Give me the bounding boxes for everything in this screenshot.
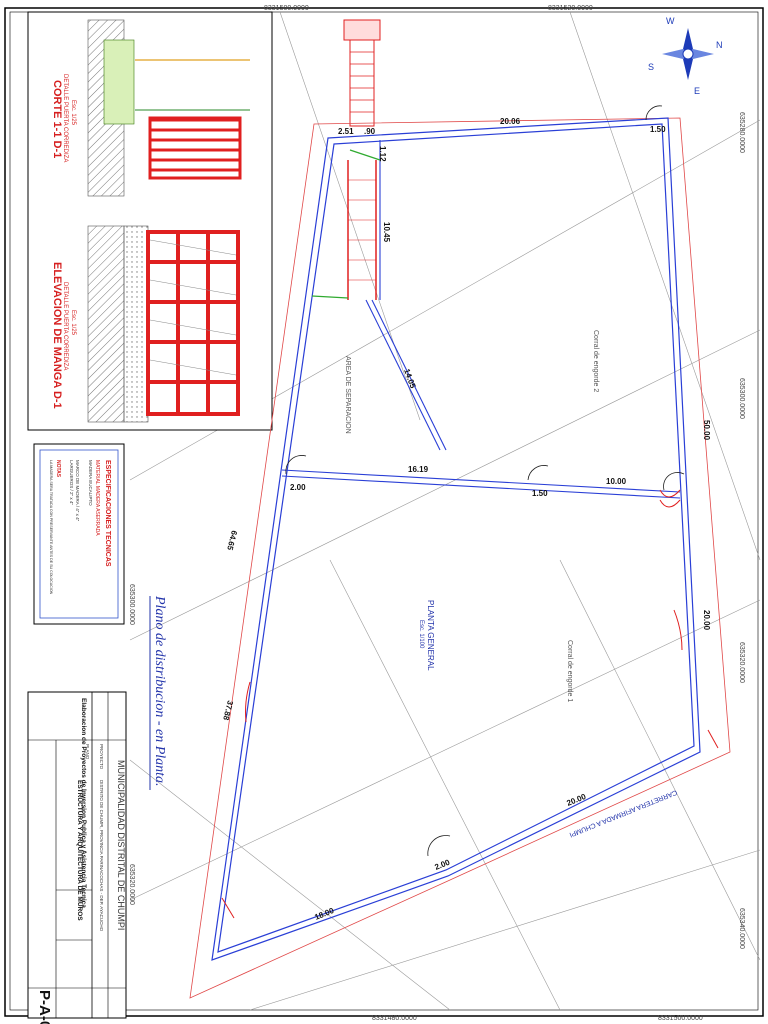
dim-top-b: .90 xyxy=(364,127,376,136)
compass-n: N xyxy=(716,40,723,50)
dim-mid-gate: 1.50 xyxy=(532,489,548,498)
label-corral-2: Corral de engorde 2 xyxy=(592,330,599,392)
specs-col2: LARGUEROS / 2" x 4" xyxy=(69,460,74,505)
coord-right-2: 635300.0000 xyxy=(738,378,745,419)
corte-scale: Esc. 1/25 xyxy=(70,100,76,126)
elev-title: ELEVACION DE MANGA D-1 xyxy=(51,262,63,409)
specs-material: MATERIAL MADERA ASERRADA xyxy=(94,460,100,536)
dim-right-lower: 20.00 xyxy=(702,610,711,631)
dim-top-long: 20.06 xyxy=(500,117,521,126)
sheet-border-inner xyxy=(9,11,759,1011)
specs-col1: MARCO DE MADERA / 4" x 4" xyxy=(75,460,80,522)
dim-mid-door: 2.00 xyxy=(290,483,306,492)
dimension-labels: 20.06 2.51 .90 1.12 1.50 10.45 14.05 64.… xyxy=(221,117,711,922)
coord-right-1: 635280.0000 xyxy=(738,112,745,153)
coord-bottom-1: 8331480.0000 xyxy=(372,1015,417,1022)
label-planta-general: PLANTA GENERAL xyxy=(426,600,435,671)
compass-s: S xyxy=(648,62,654,72)
title-block: Elaboracion de Proyectos de Inversion Pu… xyxy=(27,691,127,1024)
dim-bottom-gate: 2.00 xyxy=(433,857,451,871)
specs-title: ESPECIFICACIONES TECNICAS xyxy=(104,460,111,567)
coord-right-3: 635320.0000 xyxy=(738,642,745,683)
title-office: Elaboracion de Proyectos de Inversion Pu… xyxy=(80,698,87,908)
specs-panel: ESPECIFICACIONES TECNICAS MATERIAL MADER… xyxy=(33,443,125,625)
door-swings xyxy=(285,105,685,857)
dim-left-lower: 37.88 xyxy=(221,700,235,722)
title-plano-label: PLANO xyxy=(85,744,90,760)
dim-mid-right: 10.00 xyxy=(606,477,627,486)
compass-w: W xyxy=(666,16,675,26)
sheet-code: P-A-08 xyxy=(36,990,53,1024)
sheet-border xyxy=(4,7,764,1017)
specs-notas: NOTAS xyxy=(55,460,61,478)
title-proyecto-label: PROYECTO xyxy=(99,744,104,770)
title-municipality: MUNICIPALIDAD DISTRITAL DE CHUMPI xyxy=(116,760,126,930)
corte-title: CORTE 1-1 D-1 xyxy=(51,80,63,158)
perimeter-walls xyxy=(211,117,701,961)
dim-bottom-long: 20.00 xyxy=(565,792,587,808)
dim-top-c: 1.12 xyxy=(378,146,387,162)
interior-walls xyxy=(281,140,681,499)
coord-top-1: 8331500.0000 xyxy=(264,5,309,12)
compass-e: E xyxy=(694,86,700,96)
compass-rose: N S W E xyxy=(648,16,723,96)
dim-right-upper: 50.00 xyxy=(702,420,711,441)
grid-coordinates: 8331500.0000 8331520.0000 8331480.0000 8… xyxy=(128,5,745,1022)
elev-scale: Esc. 1/25 xyxy=(70,310,76,336)
area-labels: Corral de engorde 2 Corral de engorde 1 … xyxy=(344,330,678,838)
green-accents xyxy=(311,149,381,299)
dim-mid-long: 16.19 xyxy=(408,465,429,474)
dim-gate-top: 1.50 xyxy=(650,125,666,134)
specs-note: LA MADERA SERA TRATADA CON PRESERVANTE A… xyxy=(49,460,53,595)
detail-panel: CORTE 1-1 D-1 DETALLE PUERTA CORREDIZA E… xyxy=(27,11,273,431)
plano-title: Plano de distribucion - en Planta. xyxy=(152,595,167,787)
elev-subtitle: DETALLE PUERTA CORREDIZA xyxy=(62,282,68,370)
gate-marks xyxy=(221,489,719,919)
coord-top-2: 8331520.0000 xyxy=(548,5,593,12)
specs-row1: MADERA EUCALIPTO xyxy=(88,460,93,506)
corte-subtitle: DETALLE PUERTA CORREDIZA xyxy=(62,74,68,162)
label-corral-1: Corral de engorde 1 xyxy=(566,640,573,702)
loading-ramp xyxy=(343,19,381,300)
dim-left-long: 64.65 xyxy=(225,530,239,552)
coord-mid-2: 635320.0000 xyxy=(128,864,135,905)
dim-ramp: 10.45 xyxy=(382,222,391,243)
coord-bottom-2: 8331500.0000 xyxy=(658,1015,703,1022)
label-planta-scale: Esc. 1/100 xyxy=(418,620,424,649)
site-boundary xyxy=(189,117,731,999)
coord-mid-1: 635300.0000 xyxy=(128,584,135,625)
title-project: DISTRITO DE CHUMPI, PROVINCIA PARINACOCH… xyxy=(99,780,104,932)
dim-top-a: 2.51 xyxy=(338,127,354,136)
coord-right-4: 635340.0000 xyxy=(738,908,745,949)
label-area-separacion: AREA DE SEPARACION xyxy=(344,356,351,434)
title-drawing: ESTRUCTURA Y ARQUITECTURA DE MUROS xyxy=(76,780,83,921)
